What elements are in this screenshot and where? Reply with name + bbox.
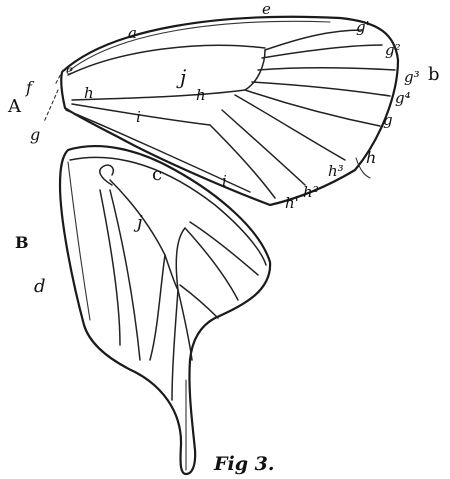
hindwing [60, 146, 270, 474]
hindwing-inner-margin [68, 162, 90, 320]
hw-vein-8 [180, 285, 218, 318]
label-j-fore: j [176, 65, 186, 89]
label-h1: h' [285, 194, 299, 212]
label-f: f [25, 78, 35, 97]
label-g1: g' [356, 18, 370, 36]
forewing-discal-cell [72, 50, 265, 100]
label-d: d [34, 276, 46, 297]
label-h-cell: h [196, 86, 206, 104]
vein-g2 [262, 45, 382, 58]
label-g: g [30, 125, 40, 144]
label-c: c [152, 164, 162, 185]
label-B: B [15, 233, 29, 252]
vein-h1 [210, 125, 275, 198]
vein-h2 [222, 110, 305, 185]
hw-vein-4 [172, 290, 178, 400]
label-h3: h³ [328, 162, 344, 180]
vein-g4 [252, 82, 390, 96]
hw-vein-7 [190, 222, 258, 275]
label-A: A [7, 96, 22, 117]
label-g2: g² [385, 41, 401, 59]
label-h-margin: h [366, 148, 376, 167]
forewing-base-dash [44, 90, 58, 122]
label-e-top: e [262, 0, 271, 18]
vein-g3 [258, 68, 395, 70]
hw-vein-5 [178, 290, 192, 360]
label-h-base: h [84, 84, 94, 102]
hindwing-outline [60, 146, 270, 474]
forewing [44, 17, 398, 205]
hw-vein-1 [100, 190, 120, 345]
label-g-margin: g [383, 111, 393, 129]
hw-vein-6 [185, 228, 238, 300]
label-g3: g³ [404, 68, 420, 86]
hindwing-discal-cell [110, 180, 185, 290]
figure-caption: Fig 3. [213, 453, 274, 475]
label-e-base: e [66, 63, 73, 77]
label-a: a [128, 24, 137, 42]
label-g4: g⁴ [395, 89, 411, 107]
vein-g5 [245, 90, 380, 126]
label-i2: i [222, 172, 227, 190]
label-b: b [428, 64, 440, 85]
hw-vein-3 [150, 255, 165, 360]
label-j-hind: j [133, 212, 143, 233]
label-h2: h² [303, 183, 319, 201]
label-i1: i [136, 108, 141, 126]
